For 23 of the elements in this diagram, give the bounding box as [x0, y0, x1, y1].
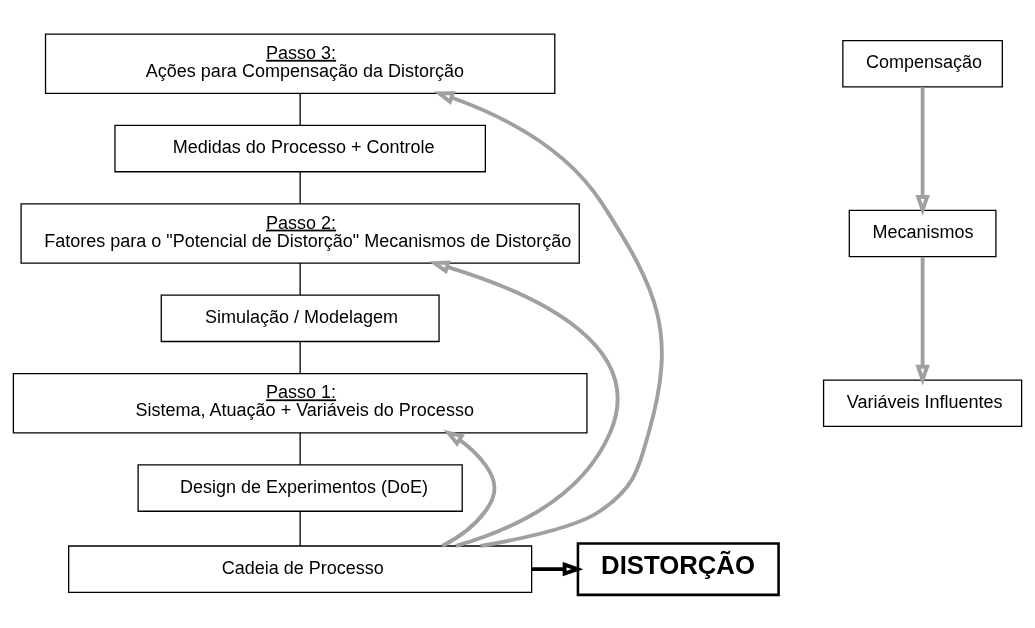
- node-box: Mecanismos: [848, 209, 997, 257]
- connector: [299, 92, 301, 126]
- node-box: Passo 2: Fatores para o "Potencial de Distorção" Mecanismos de Distorção: [20, 202, 580, 264]
- node-box: Simulação / Modelagem: [160, 294, 440, 342]
- node-box: Cadeia de Processo: [68, 544, 533, 593]
- arrow: [915, 256, 930, 385]
- connector: [299, 261, 301, 296]
- node-box: Passo 1: Sistema, Atuação + Variáveis do Processo: [12, 372, 588, 433]
- arrow: [531, 561, 584, 576]
- node-box: DISTORÇÃO: [576, 541, 780, 596]
- arrow: [441, 429, 497, 548]
- arrow: [433, 90, 664, 548]
- node-box: Passo 3: Ações para Compensação da Distorção: [44, 33, 556, 94]
- connector: [299, 340, 301, 374]
- node-box: Compensação: [842, 39, 1003, 87]
- arrow: [429, 259, 620, 548]
- node-box: Medidas do Processo + Controle: [114, 124, 486, 172]
- connector: [299, 170, 301, 204]
- connector: [299, 510, 301, 546]
- arrow: [915, 86, 930, 216]
- node-box: Design de Experimentos (DoE): [137, 463, 463, 512]
- node-box: Variáveis Influentes: [822, 378, 1023, 427]
- connector: [299, 431, 301, 465]
